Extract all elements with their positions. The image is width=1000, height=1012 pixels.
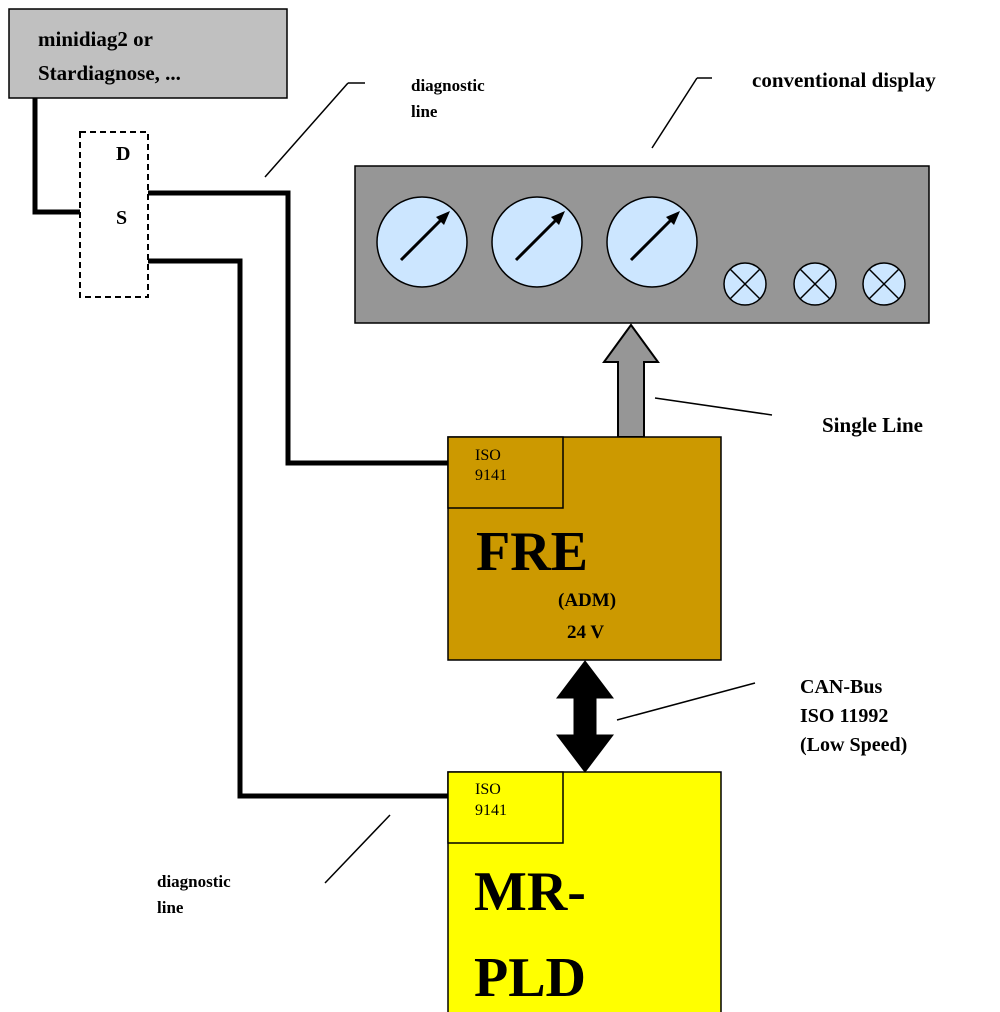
single-line-leader [654,397,773,416]
warning-lamp-icon [723,262,767,306]
switch-box [79,131,149,298]
mrpld-iso-label-2: 9141 [475,802,507,819]
fre-iso-label-2: 9141 [475,467,507,484]
fre-title: FRE [476,521,588,583]
warning-lamp-icon [793,262,837,306]
gauge-icon [491,196,583,288]
fre-voltage-label: 24 V [567,622,604,643]
mrpld-iso-label-1: ISO [475,781,501,798]
fre-sub-label: (ADM) [558,590,616,611]
mrpld-box [447,771,722,1012]
mrpld-iso-box [447,771,564,844]
gauge-icon [376,196,468,288]
diagnostic-bottom-label-1: diagnostic [157,872,231,891]
switch-label-s: S [116,207,127,229]
can-bus-leader [616,682,756,721]
gauges-group [376,196,698,288]
display-leader [651,77,698,149]
switch-label-d: D [116,143,130,165]
tester-to-switch-line [32,98,80,215]
diagnostic-top-label-1: diagnostic [411,76,485,95]
single-line-label: Single Line [822,413,923,437]
warning-lamp-icon [862,262,906,306]
tester-label-line1: minidiag2 or [38,27,153,51]
mrpld-title-2: PLD [474,947,586,1009]
fre-iso-box [447,436,564,509]
diagnostic-top-label-2: line [411,102,438,121]
can-bus-arrow [555,660,615,773]
diagnostic-top-leader [264,82,349,178]
fre-iso-label-1: ISO [475,447,501,464]
conventional-display-label: conventional display [752,68,936,92]
gauge-icon [606,196,698,288]
mrpld-title-1: MR- [474,861,586,923]
single-line-arrow [602,323,660,438]
tester-label-line2: Stardiagnose, ... [38,61,181,85]
diagnostic-bottom-leader [324,814,391,884]
diagnostic-bottom-label-2: line [157,898,184,917]
can-bus-label-2: ISO 11992 [800,705,888,727]
diagnostic-line-fre [148,190,448,466]
diagnostic-line-mrpld [148,258,448,799]
lamps-group [723,262,906,306]
can-bus-label-3: (Low Speed) [800,734,907,756]
can-bus-label-1: CAN-Bus [800,676,882,698]
tester-box [8,8,288,99]
